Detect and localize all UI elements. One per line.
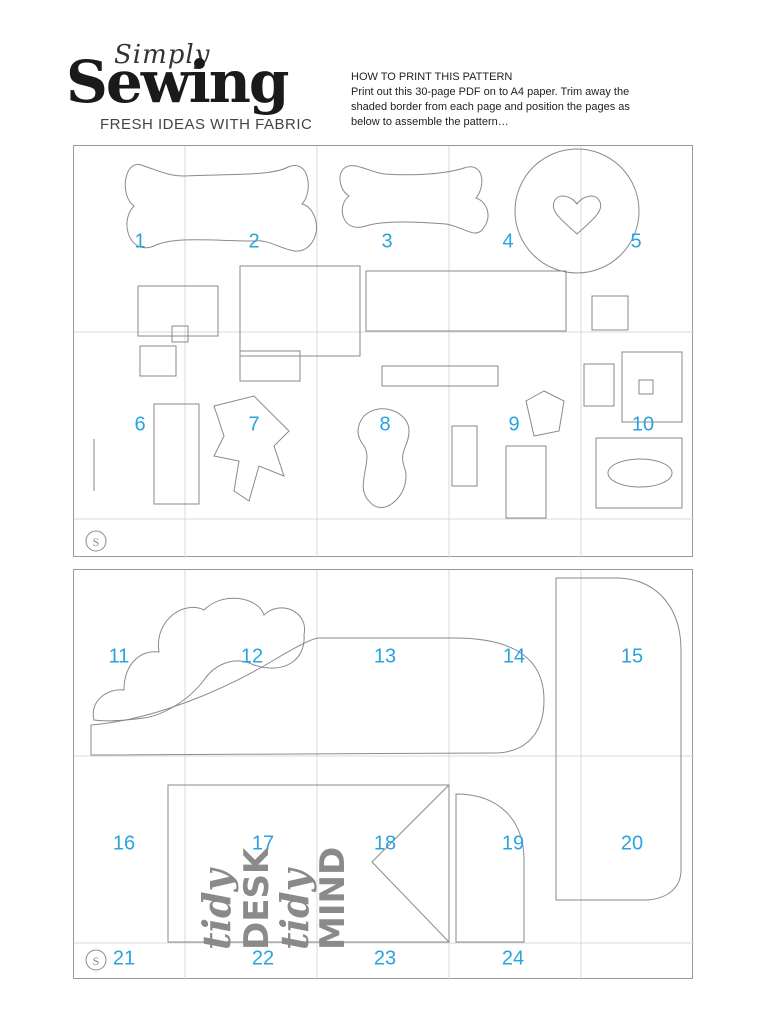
- page-number-21: 21: [112, 947, 136, 970]
- artwork-word-mind: MIND: [313, 847, 352, 950]
- print-instructions: HOW TO PRINT THIS PATTERN Print out this…: [351, 70, 631, 130]
- page-number-5: 5: [630, 230, 642, 253]
- page-number-23: 23: [373, 947, 397, 970]
- page-number-19: 19: [501, 832, 525, 855]
- page-number-10: 10: [631, 413, 655, 436]
- instructions-body: Print out this 30-page PDF on to A4 pape…: [351, 86, 630, 128]
- logo-main-word: Sewing: [66, 48, 289, 116]
- logo-tagline: FRESH IDEAS WITH FABRIC: [100, 116, 313, 133]
- simply-sewing-logo: Simply Sewing FRESH IDEAS WITH FABRIC: [66, 40, 336, 140]
- page-number-17: 17: [251, 832, 275, 855]
- page-number-8: 8: [379, 413, 391, 436]
- page-number-18: 18: [373, 832, 397, 855]
- page-number-12: 12: [240, 645, 264, 668]
- instructions-title: HOW TO PRINT THIS PATTERN: [351, 71, 513, 83]
- sheet-b-drawing: S: [74, 570, 694, 980]
- artwork-word-desk: DESK: [237, 846, 277, 950]
- page-number-16: 16: [112, 832, 136, 855]
- artwork-word-tidy-1: tidy: [194, 866, 239, 950]
- pattern-sheet-a: S 1 2 3 4 5 6 7 8 9 10: [73, 145, 694, 558]
- page-number-24: 24: [501, 947, 525, 970]
- svg-text:S: S: [93, 954, 100, 968]
- page-number-20: 20: [620, 832, 644, 855]
- sheet-a-drawing: S: [74, 146, 694, 558]
- page-number-11: 11: [108, 645, 130, 668]
- page-number-1: 1: [134, 230, 146, 253]
- artwork-word-tidy-2: tidy: [272, 866, 317, 950]
- logo-script-word: Simply: [114, 40, 211, 70]
- page-number-4: 4: [502, 230, 514, 253]
- page-number-13: 13: [373, 645, 397, 668]
- pattern-sheet-b: S 11 12 13 14 15 16 17 18 19 20 21 22 23…: [73, 569, 694, 980]
- page-number-7: 7: [248, 413, 260, 436]
- page-number-2: 2: [248, 230, 260, 253]
- tidy-desk-artwork: tidy DESK tidy MIND: [194, 846, 352, 950]
- page-number-15: 15: [620, 645, 644, 668]
- page-number-9: 9: [508, 413, 520, 436]
- page-number-14: 14: [502, 645, 526, 668]
- page-number-6: 6: [134, 413, 146, 436]
- page-number-22: 22: [251, 947, 275, 970]
- page-number-3: 3: [381, 230, 393, 253]
- svg-text:S: S: [93, 535, 100, 549]
